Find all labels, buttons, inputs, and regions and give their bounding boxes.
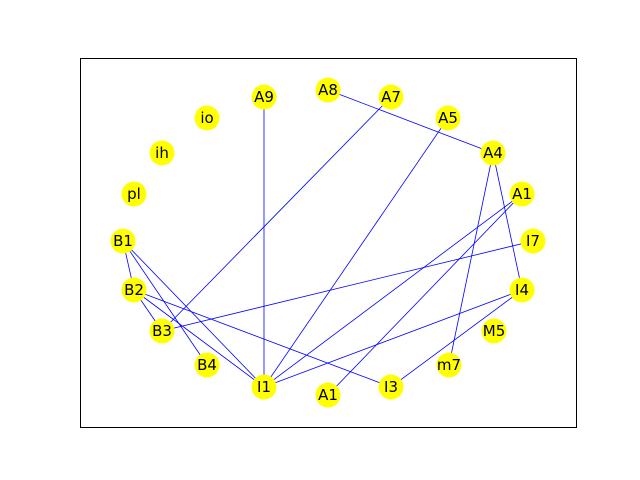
node-a1-top: A1 <box>509 181 535 207</box>
edge-b2-i1 <box>133 289 265 388</box>
node-label: m7 <box>437 356 461 374</box>
edge-b2-i3 <box>133 289 392 388</box>
node-b4: B4 <box>194 352 220 378</box>
edge-a8-a4 <box>327 89 494 154</box>
edge-b1-i1 <box>122 240 265 388</box>
edge-a4-m7 <box>448 152 494 366</box>
node-label: B4 <box>197 356 217 374</box>
edge-a1-top-a1-bottom <box>327 193 523 396</box>
node-circle <box>436 352 462 378</box>
node-circle <box>378 374 404 400</box>
node-label: A4 <box>483 144 503 162</box>
node-b1: B1 <box>110 228 136 254</box>
edge-a7-b3 <box>161 96 392 332</box>
node-label: I3 <box>384 378 398 396</box>
edge-a1-top-i1 <box>263 193 523 388</box>
node-label: A8 <box>318 81 338 99</box>
node-circle <box>520 228 546 254</box>
node-label: A9 <box>254 88 274 106</box>
node-circle <box>378 84 404 110</box>
node-circle <box>315 77 341 103</box>
edges-layer <box>122 89 534 396</box>
node-circle <box>251 84 277 110</box>
node-a1-bottom: A1 <box>315 382 341 408</box>
node-label: I1 <box>257 378 271 396</box>
edge-b1-b4 <box>122 240 208 366</box>
node-circle <box>121 277 147 303</box>
node-label: I4 <box>515 281 529 299</box>
node-a7: A7 <box>378 84 404 110</box>
node-circle <box>194 352 220 378</box>
node-circle <box>481 318 507 344</box>
node-circle <box>251 374 277 400</box>
node-label: ih <box>155 144 169 162</box>
node-a5: A5 <box>435 105 461 131</box>
node-i7: I7 <box>520 228 546 254</box>
node-m5: M5 <box>481 318 507 344</box>
node-label: B2 <box>124 281 144 299</box>
node-a9: A9 <box>251 84 277 110</box>
edge-i4-i1 <box>263 289 523 388</box>
node-i4: I4 <box>509 277 535 303</box>
node-label: A1 <box>512 185 532 203</box>
node-label: A7 <box>381 88 401 106</box>
node-circle <box>435 105 461 131</box>
node-i1: I1 <box>251 374 277 400</box>
node-i3: I3 <box>378 374 404 400</box>
node-circle <box>509 181 535 207</box>
node-label: I7 <box>526 232 540 250</box>
node-circle <box>480 140 506 166</box>
node-label: pl <box>127 185 141 203</box>
node-pl: pl <box>121 181 147 207</box>
node-ih: ih <box>149 140 175 166</box>
node-label: B1 <box>113 232 133 250</box>
node-circle <box>121 181 147 207</box>
node-a4: A4 <box>480 140 506 166</box>
node-circle <box>110 228 136 254</box>
node-circle <box>149 140 175 166</box>
node-label: A1 <box>318 386 338 404</box>
node-m7: m7 <box>436 352 462 378</box>
edge-i7-b3 <box>161 240 534 332</box>
edge-a5-i1 <box>263 117 449 388</box>
node-b2: B2 <box>121 277 147 303</box>
edge-a4-i4 <box>492 152 523 291</box>
plot-frame <box>80 58 577 428</box>
node-a8: A8 <box>315 77 341 103</box>
node-circle <box>315 382 341 408</box>
node-label: B3 <box>152 322 172 340</box>
node-io: io <box>194 105 220 131</box>
node-label: M5 <box>483 322 506 340</box>
node-label: io <box>200 109 213 127</box>
node-circle <box>509 277 535 303</box>
node-b3: B3 <box>149 318 175 344</box>
node-circle <box>149 318 175 344</box>
edge-i4-i3 <box>390 289 523 388</box>
node-label: A5 <box>438 109 458 127</box>
node-circle <box>194 105 220 131</box>
